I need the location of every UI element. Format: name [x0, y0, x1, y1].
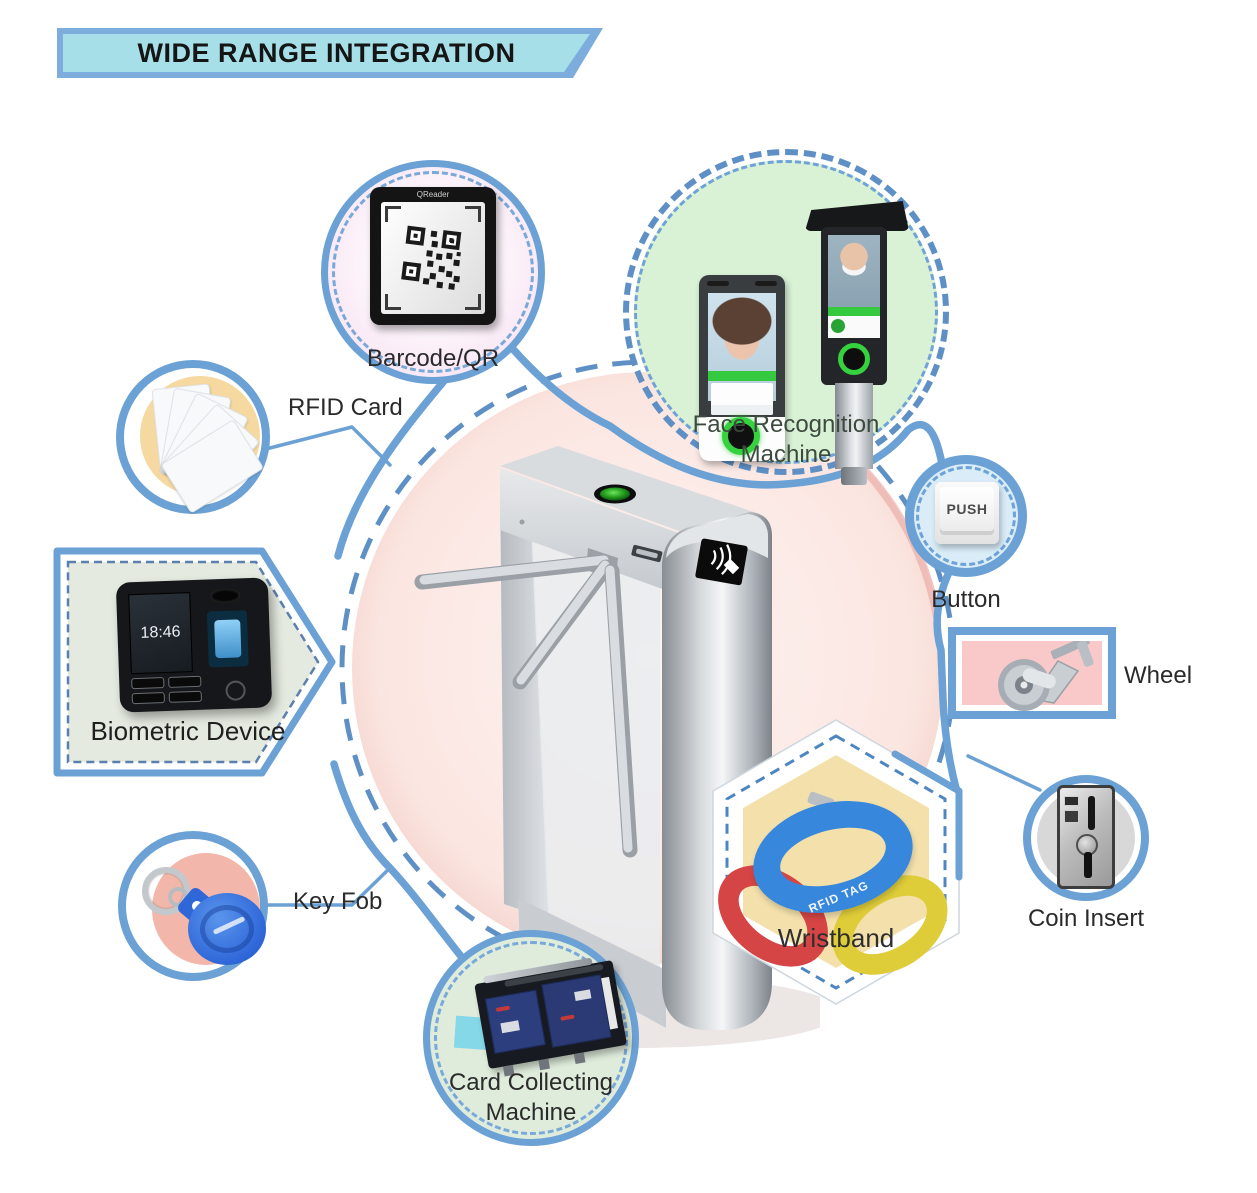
- coin-connector: [966, 754, 1042, 792]
- face-recognition-node: Face Recognition Machine: [623, 149, 949, 485]
- page-title: WIDE RANGE INTEGRATION: [137, 37, 516, 68]
- qr-reader-icon: QReader: [370, 187, 496, 325]
- green-dot: [831, 319, 845, 333]
- fingerprint-terminal-icon: 18:46: [115, 577, 273, 713]
- camera-ring-icon: [838, 343, 870, 375]
- barcode-qr-label: Barcode/QR: [366, 345, 500, 372]
- turnstile-column-head: [666, 514, 768, 558]
- rfid-cards-icon: [142, 382, 265, 514]
- card-collecting-label-line2: Machine: [485, 1099, 577, 1126]
- coin-insert-node: [1023, 775, 1149, 901]
- barcode-qr-node: QReader Barcode/QR: [321, 160, 545, 384]
- button-label: Button: [931, 586, 1001, 613]
- biometric-camera-icon: [210, 588, 241, 604]
- button-node: PUSH: [905, 455, 1027, 577]
- camera-bar: [707, 281, 777, 289]
- rfid-reader-panel: [695, 538, 748, 586]
- id-card-preview: [711, 383, 773, 415]
- rfid-card-node: [116, 360, 270, 514]
- coin-return-slot: [1084, 852, 1092, 878]
- card-collecting-label-line1: Card Collecting: [448, 1069, 614, 1096]
- circuit-board: [541, 974, 612, 1048]
- title-banner: WIDE RANGE INTEGRATION: [57, 28, 603, 78]
- wheel-node-background: [962, 641, 1102, 711]
- turnstile-left-pillar: [500, 470, 550, 920]
- wheel-node: [948, 627, 1116, 719]
- qr-corner-bracket: [385, 206, 401, 222]
- face-recognition-label-line2: Machine: [740, 441, 832, 468]
- label-connectors: [260, 425, 1042, 907]
- key-fob-node: [118, 831, 268, 981]
- card-collector-body: [474, 957, 628, 1077]
- wristband-hexagon: [712, 719, 963, 1005]
- qr-corner-bracket: [465, 206, 481, 222]
- device-pole: [835, 383, 873, 469]
- biometric-screen: 18:46: [128, 592, 193, 675]
- wristband-node: RFID TAG Wristband: [690, 715, 982, 1015]
- biometric-keys: [131, 675, 202, 705]
- device-head: [821, 227, 887, 385]
- green-status-bar: [828, 307, 880, 316]
- push-button-icon: PUSH: [935, 482, 999, 544]
- biometric-device-label: Biometric Device: [90, 716, 286, 746]
- masked-face-screen: [828, 235, 880, 307]
- fingerprint-scanner-icon: [206, 610, 249, 668]
- coin-insert-label: Coin Insert: [1027, 905, 1145, 932]
- coin-slot: [1088, 796, 1095, 830]
- key-fob-icon: [188, 893, 266, 965]
- device-foot: [841, 467, 867, 485]
- card-collecting-node: Card Collecting Machine: [423, 930, 639, 1146]
- wheel-label: Wheel: [1124, 662, 1193, 689]
- keyfob-connector: [264, 865, 393, 907]
- face-recognition-pole-device-icon: [805, 201, 913, 485]
- qr-code-icon: [401, 225, 462, 290]
- turnstile-arms: [414, 554, 638, 858]
- coin-label-plate: [1064, 810, 1079, 823]
- key-ring-icon: [142, 867, 190, 915]
- caster-wheel-icon: [998, 641, 1094, 711]
- biometric-logo: [225, 680, 246, 701]
- qr-corner-bracket: [465, 294, 481, 310]
- coin-acceptor-icon: [1057, 785, 1115, 889]
- qr-screen: [381, 202, 485, 314]
- camera-ring-icon: [722, 417, 760, 455]
- circuit-board: [484, 989, 546, 1054]
- green-status-bar: [708, 371, 776, 381]
- biometric-clock: 18:46: [140, 623, 181, 642]
- face-recognition-wall-device-icon: [699, 275, 785, 461]
- coin-label-plate: [1064, 796, 1079, 806]
- rfid-connector: [260, 425, 392, 467]
- turnstile-beam-front: [500, 468, 698, 602]
- face-node-background: Face Recognition Machine: [634, 160, 938, 485]
- qr-device-title: QReader: [416, 190, 450, 199]
- turnstile-status-light: [600, 487, 630, 501]
- key-fob-label: Key Fob: [293, 888, 383, 915]
- push-button-cap: PUSH: [940, 487, 994, 531]
- wristband-label: Wristband: [777, 923, 895, 953]
- face-recognition-label-line1: Face Recognition: [692, 411, 880, 438]
- rfid-card-label: RFID Card: [288, 394, 403, 421]
- device-base: [699, 417, 785, 461]
- qr-corner-bracket: [385, 294, 401, 310]
- title-banner-inner: WIDE RANGE INTEGRATION: [63, 34, 590, 72]
